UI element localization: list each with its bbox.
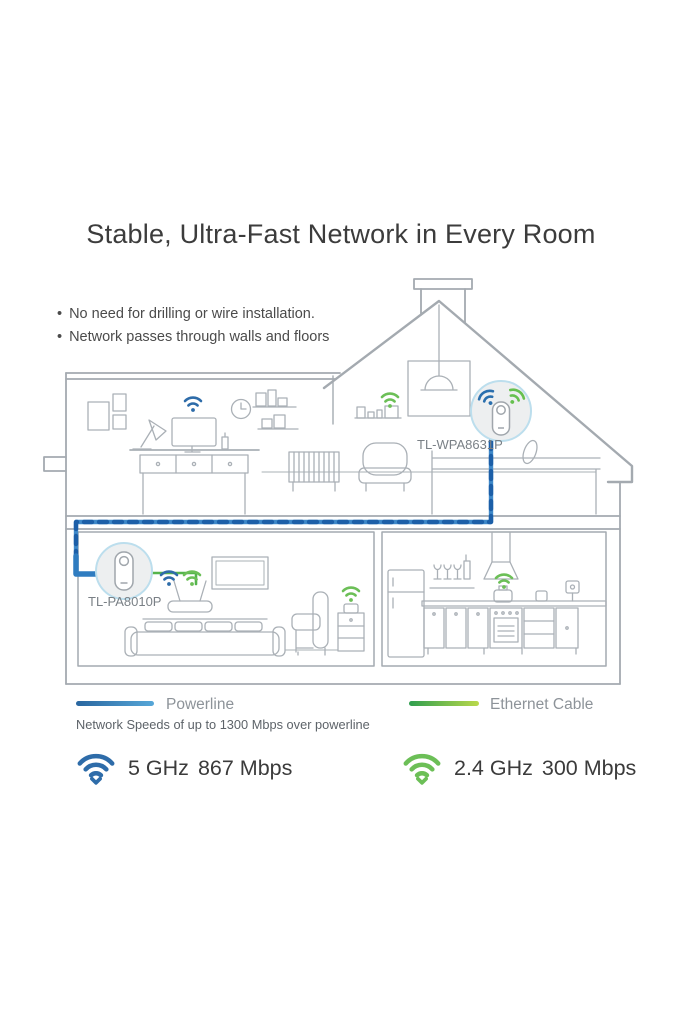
sideboard-desk	[129, 449, 260, 515]
livingroom-furniture	[124, 556, 365, 657]
powerline-legend-label: Powerline	[166, 696, 235, 713]
band-label: 5 GHz	[128, 755, 189, 780]
feature-list: No need for drilling or wire installatio…	[57, 303, 329, 348]
power-outlet	[565, 580, 580, 602]
router	[167, 580, 213, 613]
armchair	[358, 442, 412, 492]
pendant-lamp	[407, 304, 471, 417]
candle	[221, 432, 229, 450]
wall-frames	[87, 393, 127, 431]
side-cabinet	[337, 603, 365, 652]
rate-label: 867 Mbps	[197, 755, 293, 780]
upstairs-device-label: TL-WPA8631P	[417, 437, 503, 452]
bed	[431, 439, 601, 515]
band-label: 2.4 GHz	[454, 755, 533, 780]
wall-tv	[211, 556, 269, 590]
wall-clock	[230, 398, 252, 420]
counter-cabinets	[421, 600, 607, 655]
attic-shelf	[354, 405, 402, 419]
wifi-icon-blue	[183, 396, 203, 414]
range-hood	[483, 531, 519, 580]
powerline-legend-line	[76, 701, 154, 706]
kitchen-furniture	[387, 531, 607, 658]
walls	[43, 372, 621, 685]
wifi-download-icon-blue	[77, 753, 115, 785]
speed-5ghz: 5 GHz 867 Mbps	[74, 750, 292, 786]
feature-item: Network passes through walls and floors	[57, 326, 329, 349]
roof	[322, 299, 634, 484]
glass-shelf	[429, 554, 475, 589]
page-title: Stable, Ultra-Fast Network in Every Room	[86, 219, 596, 249]
wifi-download-icon-green	[403, 753, 441, 785]
upstairs-furniture	[87, 304, 601, 515]
downstairs-device-label: TL-PA8010P	[88, 594, 161, 609]
sofa	[124, 618, 286, 657]
powerline-cable	[73, 438, 494, 577]
counter-canister	[535, 590, 548, 602]
ethernet-legend-line	[409, 701, 479, 706]
chimney	[413, 278, 473, 324]
rate-label: 300 Mbps	[541, 755, 637, 780]
side-armchair	[291, 591, 329, 656]
fridge	[387, 569, 425, 658]
ethernet-legend-label: Ethernet Cable	[490, 696, 594, 713]
powerline-speed-note: Network Speeds of up to 1300 Mbps over p…	[76, 717, 370, 732]
powerline-adapter-badge	[95, 542, 153, 600]
wall-shelves	[252, 389, 299, 430]
house-structure	[43, 278, 634, 685]
feature-item: No need for drilling or wire installatio…	[57, 303, 329, 326]
wifi-extender-badge	[470, 380, 532, 442]
desk-lamp	[132, 419, 167, 450]
wifi-icon-green	[341, 586, 361, 604]
radiator	[288, 451, 340, 492]
speed-24ghz: 2.4 GHz 300 Mbps	[400, 750, 636, 786]
monitor	[171, 417, 217, 453]
